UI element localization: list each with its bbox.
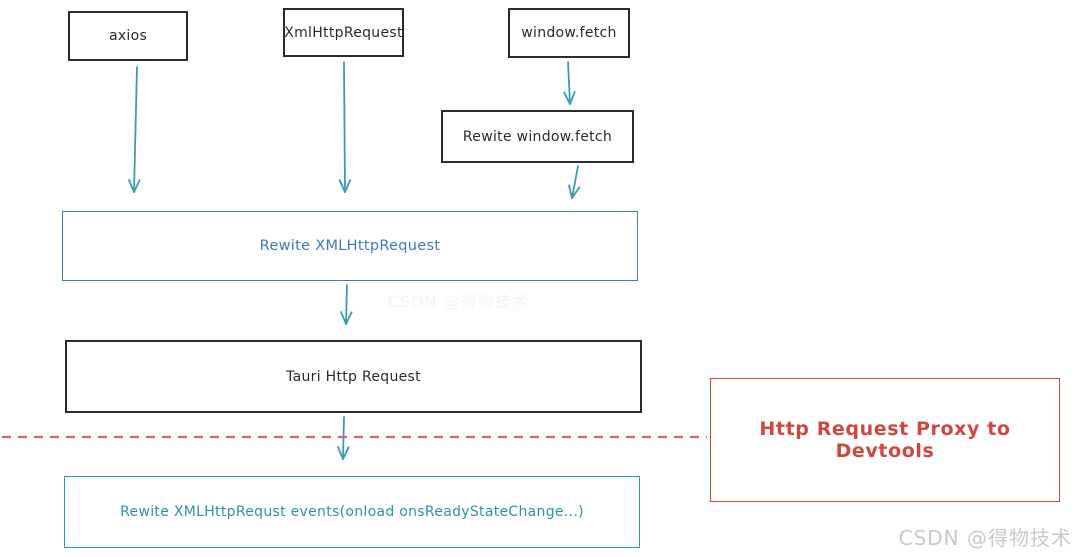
ghost-watermark: CSDN @得物技术 [388,292,529,311]
node-xmlhttprequest-label: XmlHttpRequest [284,24,403,41]
node-http-request-proxy-label: Http Request Proxy to Devtools [759,418,1011,462]
flow-arrow [128,66,141,193]
node-rewrite-xhr-events: Rewite XMLHttpRequst events(onload onsRe… [64,476,640,548]
node-rewrite-window-fetch-label: Rewite window.fetch [462,128,613,145]
csdn-watermark: CSDN @得物技术 [898,526,1072,550]
flow-arrow [338,61,352,193]
node-rewrite-xhr-events-label: Rewite XMLHttpRequst events(onload onsRe… [120,504,584,520]
flow-arrow [340,284,353,325]
flow-arrow [568,165,581,199]
node-window-fetch: window.fetch [508,8,630,58]
flow-arrow [337,416,350,460]
node-axios: axios [68,11,188,61]
flow-arrow [563,61,576,105]
node-tauri-http-request-label: Tauri Http Request [286,368,421,385]
node-rewrite-xmlhttprequest: Rewite XMLHttpRequest [62,211,638,281]
node-rewrite-window-fetch: Rewite window.fetch [441,110,634,163]
node-window-fetch-label: window.fetch [521,25,617,41]
node-xmlhttprequest: XmlHttpRequest [283,8,404,57]
node-http-request-proxy-to-devtools: Http Request Proxy to Devtools [710,378,1060,502]
node-tauri-http-request: Tauri Http Request [65,340,642,413]
node-axios-label: axios [108,28,148,44]
node-rewrite-xmlhttprequest-label: Rewite XMLHttpRequest [259,238,441,254]
